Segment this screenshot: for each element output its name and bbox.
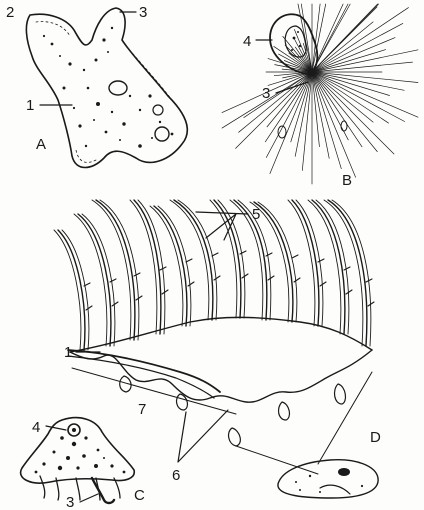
amoeba-nucleus xyxy=(109,81,127,95)
cilium-strand xyxy=(82,214,115,346)
axopodium-ray xyxy=(244,72,312,118)
cilium-strand xyxy=(74,214,107,346)
panel-letter-a: A xyxy=(36,136,46,153)
label-d-6: 6 xyxy=(172,467,180,484)
panel-letter-b: B xyxy=(342,172,352,189)
axopodia-rays xyxy=(222,4,418,184)
pointer-c-4 xyxy=(46,426,66,430)
pointer-c-3 xyxy=(80,494,98,502)
d-inset-oral-groove xyxy=(320,485,350,494)
label-d-1: 1 xyxy=(64,344,72,361)
c-flagellum xyxy=(92,478,114,503)
d-inset-granules xyxy=(295,475,363,493)
axopodium-ray xyxy=(312,72,373,122)
amoeba-granules xyxy=(43,27,174,148)
b-lower-vesicle-2 xyxy=(341,121,347,131)
cilium-strand xyxy=(258,202,297,322)
axopodium-ray xyxy=(312,72,377,152)
panel-letter-d: D xyxy=(370,429,381,446)
label-d-7: 7 xyxy=(138,401,146,418)
label-a-3: 3 xyxy=(139,4,147,21)
cilium-strand xyxy=(324,200,363,346)
b-central-granule xyxy=(309,69,315,75)
panel-a-amoeba: 2 3 1 A xyxy=(6,4,187,168)
pointer-d-6 xyxy=(178,410,228,462)
label-a-1: 1 xyxy=(26,97,34,114)
d-pellicle-wavy-edge xyxy=(70,350,372,402)
panel-d-ciliated-surface: 5 1 7 6 D xyxy=(54,200,381,498)
cilium-strand xyxy=(210,200,237,318)
panel-letter-c: C xyxy=(134,487,145,504)
d-inset-macronucleus xyxy=(338,468,350,476)
amoeba-contractile-vacuole xyxy=(155,127,169,141)
d-basal-fibre-1 xyxy=(68,350,220,392)
label-c-4: 4 xyxy=(32,419,40,436)
label-d-5: 5 xyxy=(252,206,260,223)
panel-b-radiating-organism: 4 3 B xyxy=(222,4,418,189)
amoeba-ectoplasm-line xyxy=(36,22,172,163)
axopodium-ray xyxy=(312,50,418,72)
axopodium-ray xyxy=(312,22,373,72)
amoeba-body-outline xyxy=(26,8,187,168)
label-b-3: 3 xyxy=(262,85,270,102)
axopodium-ray xyxy=(239,72,312,132)
c-nucleolus xyxy=(72,428,76,432)
cilium-strand xyxy=(150,206,183,326)
cilium-strand xyxy=(158,206,191,326)
cilium-strand xyxy=(174,200,213,320)
panel-c-bell-organism: 4 3 C xyxy=(21,418,145,510)
cilium-strand xyxy=(78,214,111,346)
cilium-strand xyxy=(288,200,315,326)
d-inset-connector xyxy=(236,372,372,474)
label-a-2: 2 xyxy=(6,4,14,21)
cilium-strand xyxy=(178,200,217,320)
cilium-strand xyxy=(332,200,371,346)
axopodium-ray xyxy=(312,72,418,83)
cilium-strand xyxy=(130,200,157,334)
cilium-strand xyxy=(328,200,367,346)
pointer-b-3 xyxy=(276,82,308,93)
d-section-baseline xyxy=(72,368,236,414)
cilium-strand xyxy=(54,230,81,350)
label-b-4: 4 xyxy=(243,33,251,50)
label-c-3: 3 xyxy=(66,494,74,510)
axopodium-ray xyxy=(312,38,395,72)
axopodium-ray xyxy=(312,72,405,122)
axopodium-ray xyxy=(267,72,312,127)
cilium-hook xyxy=(292,255,300,282)
c-cytoplasm-granules xyxy=(35,436,126,473)
amoeba-food-vacuole xyxy=(153,105,163,115)
